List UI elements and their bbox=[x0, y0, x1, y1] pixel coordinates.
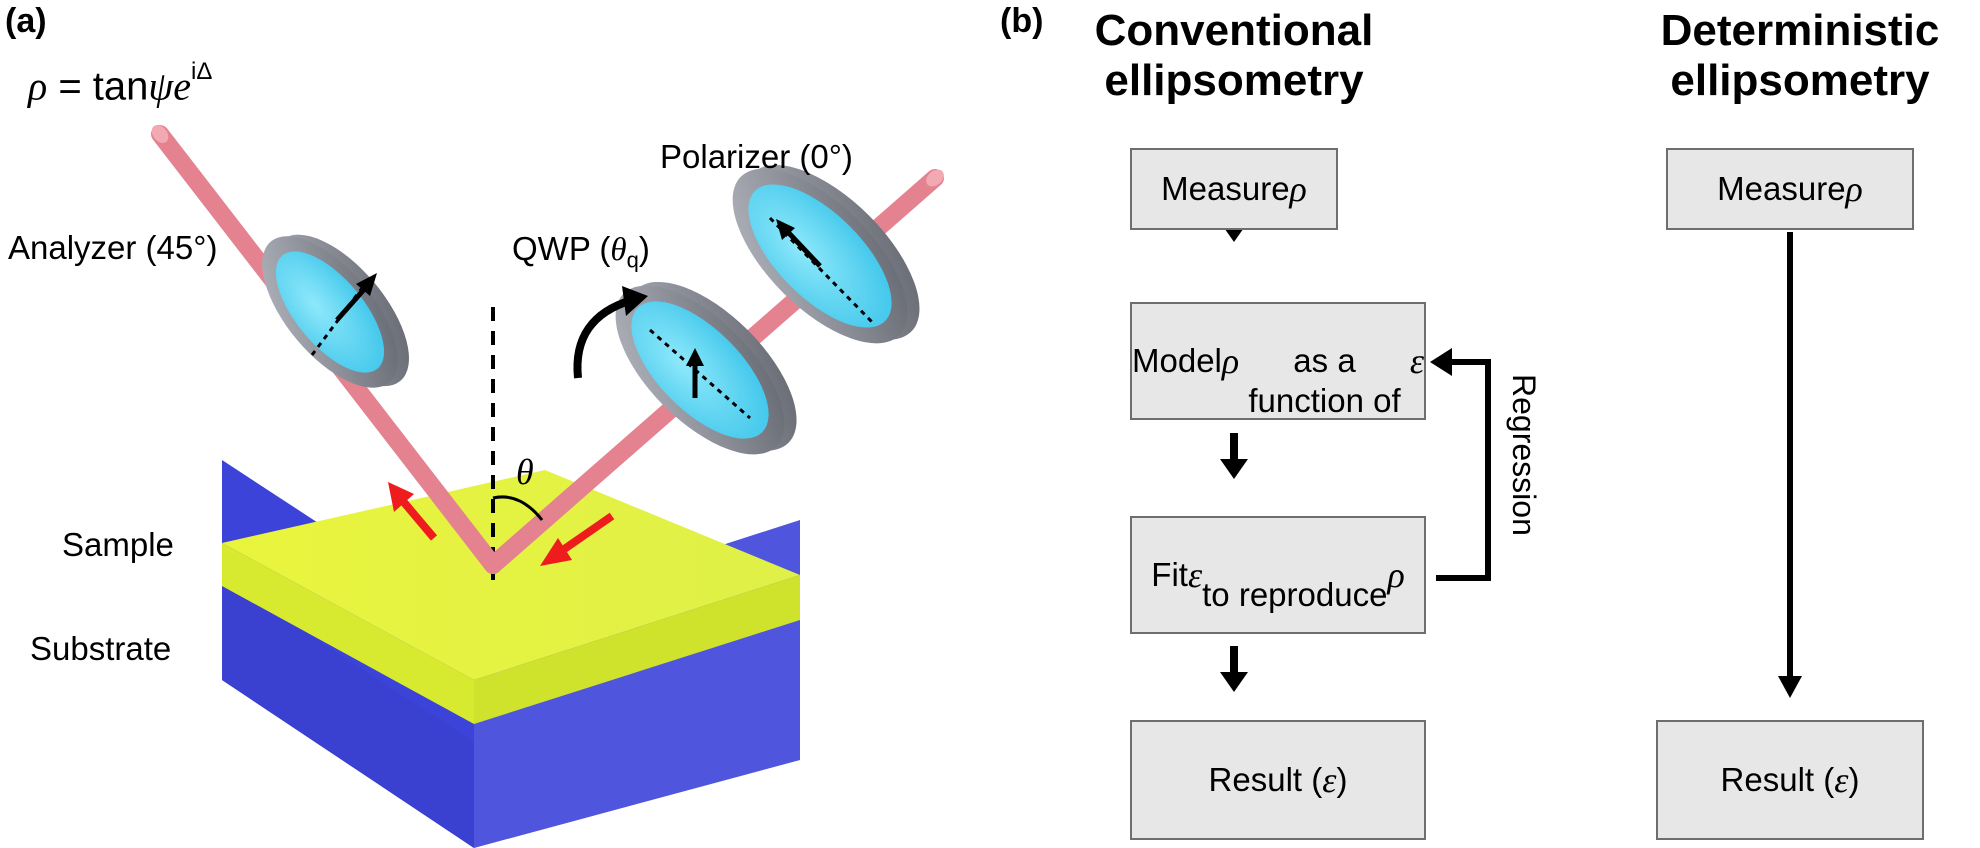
qwp-label: QWP (θq) bbox=[512, 232, 650, 272]
conventional-title: Conventional ellipsometry bbox=[1094, 6, 1374, 105]
qwp-label-theta: θ bbox=[610, 232, 627, 268]
regression-label: Regression bbox=[1506, 374, 1542, 536]
qwp-rotation-arrow bbox=[573, 296, 634, 379]
incident-direction-arrow bbox=[540, 512, 615, 566]
formula-rho: ρ bbox=[28, 63, 48, 109]
flow-arrows bbox=[1220, 196, 1802, 698]
polarizer-label: Polarizer (0°) bbox=[660, 138, 853, 175]
theta-angle-arc bbox=[492, 495, 544, 521]
sample-label: Sample bbox=[62, 526, 174, 563]
reflected-direction-arrow bbox=[388, 482, 438, 541]
rho-formula: ρ = tanψeiΔ bbox=[28, 60, 212, 109]
step-measure-rho-conventional: Measure ρ bbox=[1130, 148, 1338, 230]
arrow-measure-to-result-direct bbox=[1778, 232, 1802, 698]
formula-e: e bbox=[173, 63, 192, 109]
analyzer-optic bbox=[262, 234, 409, 388]
qwp-label-suffix: ) bbox=[638, 230, 650, 267]
qwp-label-prefix: QWP ( bbox=[512, 230, 611, 267]
qwp-label-sub: q bbox=[626, 247, 639, 273]
polarizer-axis-arrow bbox=[784, 228, 822, 268]
arrow-model-to-fit bbox=[1220, 433, 1248, 479]
regression-loop-arrow bbox=[1430, 348, 1491, 581]
arrow-fit-to-result bbox=[1220, 646, 1248, 692]
analyzer-axis-arrow bbox=[335, 283, 370, 322]
step-measure-rho-deterministic: Measure ρ bbox=[1666, 148, 1914, 230]
sample-layer bbox=[222, 470, 800, 724]
panel-a-letter: (a) bbox=[5, 2, 47, 40]
polarizer-optic bbox=[732, 165, 920, 344]
formula-eq: = tan bbox=[47, 64, 149, 109]
setup-illustration bbox=[151, 125, 944, 848]
formula-psi: ψ bbox=[148, 63, 174, 109]
substrate-label: Substrate bbox=[30, 630, 172, 667]
step-result-deterministic: Result (ε) bbox=[1656, 720, 1924, 840]
panel-b: (b) Conventional ellipsometry Determinis… bbox=[1000, 0, 1980, 848]
deterministic-title: Deterministic ellipsometry bbox=[1660, 6, 1940, 105]
analyzer-label: Analyzer (45°) bbox=[8, 229, 218, 266]
theta-label: θ bbox=[516, 452, 534, 492]
panel-b-letter: (b) bbox=[1000, 2, 1044, 40]
formula-exponent: iΔ bbox=[191, 58, 213, 85]
step-result-conventional: Result (ε) bbox=[1130, 720, 1426, 840]
panel-a: (a) ρ = tanψeiΔ Analyzer (45°) Polarizer… bbox=[5, 2, 944, 848]
